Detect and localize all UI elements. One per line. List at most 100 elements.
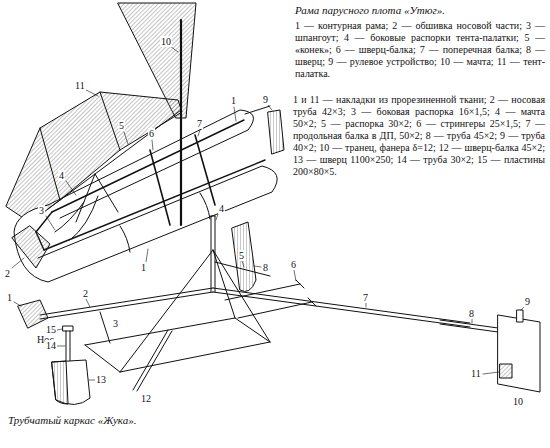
- bow-covering: [12, 226, 50, 268]
- leader-lines-part: [86, 299, 90, 307]
- leader-lines-part: [254, 266, 261, 267]
- transom-part: [500, 364, 512, 378]
- spreader: [100, 262, 270, 343]
- keel-beam-part: [213, 292, 470, 327]
- callout-number: 11: [74, 80, 86, 91]
- stringers: [225, 280, 316, 318]
- mast-tube-part: [211, 216, 215, 217]
- stern-tube-part: [440, 320, 498, 328]
- shvert-blade-part: [66, 331, 67, 362]
- callout-number: 13: [95, 374, 107, 385]
- transom-part: [498, 315, 540, 392]
- leader-lines-part: [12, 258, 24, 268]
- stringers-part: [225, 284, 300, 300]
- callout-number: 12: [140, 393, 152, 404]
- callout-number: 9: [262, 94, 269, 105]
- tent-part: [100, 92, 120, 150]
- leader-lines-part: [268, 105, 272, 110]
- shvert-beam: [133, 330, 172, 391]
- leader-lines-part: [152, 140, 153, 150]
- mast: [181, 20, 182, 225]
- legend-text: 1 — контурная рама; 2 — обшивка носовой …: [295, 20, 545, 80]
- figure-caption: Трубчатый каркас «Жука».: [8, 414, 137, 426]
- rudder: [245, 106, 284, 154]
- contour-frame-part: [36, 232, 44, 250]
- callout-number: 15: [45, 324, 57, 335]
- stern-tube-part: [440, 324, 498, 332]
- mast-part: [180, 20, 182, 225]
- callout-number: 5: [238, 250, 245, 261]
- leader-lines-part: [198, 130, 200, 136]
- bow-tube-part: [40, 292, 213, 319]
- callout-number: 7: [196, 118, 203, 129]
- shvert-blade-part: [52, 361, 68, 404]
- contour-frame-part: [52, 120, 244, 212]
- legend-text: 1 и 11 — накладки из прорезиненной ткани…: [293, 94, 545, 178]
- callout-number: 2: [82, 288, 89, 299]
- lower-frame-part: [120, 342, 270, 372]
- callout-number: 8: [262, 262, 269, 273]
- frames-part: [55, 202, 84, 232]
- callout-number: 3: [112, 318, 119, 329]
- shvert-blade: [52, 326, 90, 405]
- transom: [498, 310, 540, 392]
- leader-lines-part: [242, 261, 244, 267]
- leader-lines-part: [234, 107, 236, 121]
- rudder-part: [245, 106, 270, 114]
- callout-number: 9: [524, 296, 531, 307]
- shvert-part: [232, 222, 256, 292]
- stringers-part: [238, 302, 312, 318]
- mast-tube-part: [211, 216, 212, 292]
- near-pontoon-part: [120, 226, 130, 252]
- leader-lines-part: [46, 216, 55, 230]
- spreader-part: [100, 312, 110, 343]
- frames-part: [95, 174, 118, 212]
- frames-part: [76, 174, 95, 222]
- leader-lines: [12, 46, 272, 268]
- lower-frame-part: [235, 318, 270, 342]
- keel-beam-part: [213, 288, 470, 323]
- shvert-beam-part: [137, 331, 172, 391]
- callout-number: 6: [148, 128, 155, 139]
- transom-part: [517, 310, 523, 322]
- figure-title: Рама парусного плота «Утюг».: [295, 4, 445, 16]
- leader-lines-part: [57, 329, 62, 330]
- callout-number: 5: [118, 120, 125, 131]
- lower-frame-part: [85, 345, 120, 372]
- contour-frame-part: [44, 160, 265, 250]
- callout-number: 10: [512, 396, 524, 407]
- leader-lines: [14, 214, 525, 380]
- lower-frame-part: [120, 250, 213, 372]
- bow-plate: [18, 300, 48, 328]
- callout-number: 1: [140, 262, 147, 273]
- shvert: [232, 222, 256, 292]
- callout-number: 8: [468, 308, 475, 319]
- frames-part: [195, 135, 215, 205]
- callout-number: 10: [160, 36, 172, 47]
- rudder-part: [268, 110, 284, 154]
- near-pontoon-part: [200, 193, 210, 219]
- leader-lines-part: [66, 181, 76, 195]
- leader-lines-part: [146, 249, 148, 262]
- leader-lines-part: [216, 214, 218, 220]
- shvert-blade-part: [63, 326, 73, 331]
- spreader-part: [215, 262, 270, 276]
- tent-part: [40, 128, 60, 200]
- callout-number: 6: [290, 259, 297, 270]
- lower-frame-part: [213, 250, 235, 318]
- lower-frame-part: [213, 250, 270, 342]
- bow-covering-part: [12, 226, 50, 268]
- shvert-beam-part: [133, 330, 168, 390]
- leader-lines-part: [483, 372, 499, 374]
- shvert-blade-part: [70, 331, 71, 362]
- leader-lines-part: [472, 319, 473, 323]
- stern-tube: [440, 320, 498, 332]
- callout-number: 1: [230, 95, 237, 106]
- bow-tube-part: [40, 288, 213, 315]
- frames-part: [150, 150, 170, 225]
- bow-tube: [40, 288, 213, 319]
- leader-lines-part: [294, 270, 296, 281]
- lower-frame: [85, 250, 270, 372]
- callout-number: 11: [470, 368, 482, 379]
